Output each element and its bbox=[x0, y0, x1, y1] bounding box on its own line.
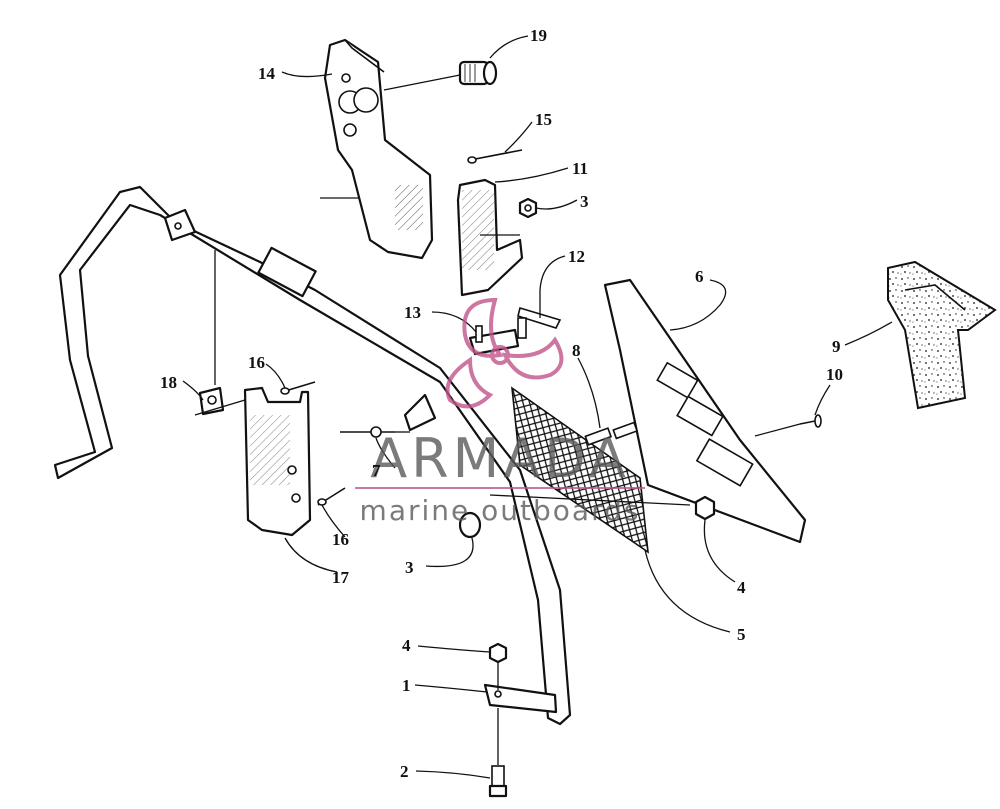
armada-watermark: ARMADA marine outboards bbox=[355, 297, 645, 527]
lower-clamp-part-1 bbox=[483, 683, 558, 714]
watermark-brand: ARMADA bbox=[370, 427, 630, 490]
callout-3-lower: 3 bbox=[405, 558, 414, 577]
callout-17: 17 bbox=[332, 568, 350, 587]
callout-16-upper: 16 bbox=[248, 353, 265, 372]
callout-4-right: 4 bbox=[737, 578, 746, 597]
callout-9: 9 bbox=[832, 337, 841, 356]
callout-6: 6 bbox=[695, 267, 704, 286]
callout-13: 13 bbox=[404, 303, 421, 322]
callout-7: 7 bbox=[372, 461, 381, 480]
bolt-pair-part-8 bbox=[584, 421, 639, 446]
callout-4-lower: 4 bbox=[402, 636, 411, 655]
screw-part-10 bbox=[799, 414, 822, 428]
callout-3-upper: 3 bbox=[580, 192, 589, 211]
propeller-logo-icon bbox=[445, 297, 564, 409]
pin-part-15 bbox=[467, 149, 523, 164]
callout-1: 1 bbox=[402, 676, 411, 695]
foam-pad-part-9 bbox=[887, 260, 997, 410]
leader-lines bbox=[182, 35, 893, 779]
pin-part-16-lower bbox=[317, 487, 346, 506]
nut-part-3-upper bbox=[518, 197, 538, 219]
callout-labels: 14 19 15 11 3 12 6 13 8 9 10 16 18 7 16 … bbox=[160, 26, 843, 781]
callout-5: 5 bbox=[737, 625, 746, 644]
callout-16-lower: 16 bbox=[332, 530, 349, 549]
callout-18: 18 bbox=[160, 373, 177, 392]
bolt-part-2 bbox=[488, 765, 508, 798]
nut-part-4-lower bbox=[488, 642, 508, 664]
cable-tie-part-12 bbox=[517, 306, 562, 339]
mesh-screen-part-5 bbox=[511, 386, 649, 554]
mounting-plate-part-17 bbox=[243, 386, 312, 537]
callout-14: 14 bbox=[258, 64, 276, 83]
side-panel-part-6 bbox=[603, 278, 807, 544]
callout-2: 2 bbox=[400, 762, 409, 781]
clip-part-18 bbox=[198, 386, 225, 416]
callout-12: 12 bbox=[568, 247, 585, 266]
nut-part-3-lower bbox=[458, 511, 482, 539]
bracket-plate-part-14 bbox=[320, 38, 434, 260]
callout-19: 19 bbox=[530, 26, 547, 45]
callout-15: 15 bbox=[535, 110, 552, 129]
bushing-part-19 bbox=[458, 60, 498, 86]
nut-part-4-right bbox=[694, 495, 716, 521]
switch-bracket-part-11 bbox=[456, 178, 524, 297]
callout-10: 10 bbox=[826, 365, 843, 384]
callout-11: 11 bbox=[572, 159, 588, 178]
callout-8: 8 bbox=[572, 341, 581, 360]
screw-part-7 bbox=[340, 426, 395, 438]
watermark-tagline: marine outboards bbox=[360, 494, 641, 527]
pin-part-16-upper bbox=[280, 381, 316, 395]
handlebar-tube-frame bbox=[53, 185, 572, 726]
